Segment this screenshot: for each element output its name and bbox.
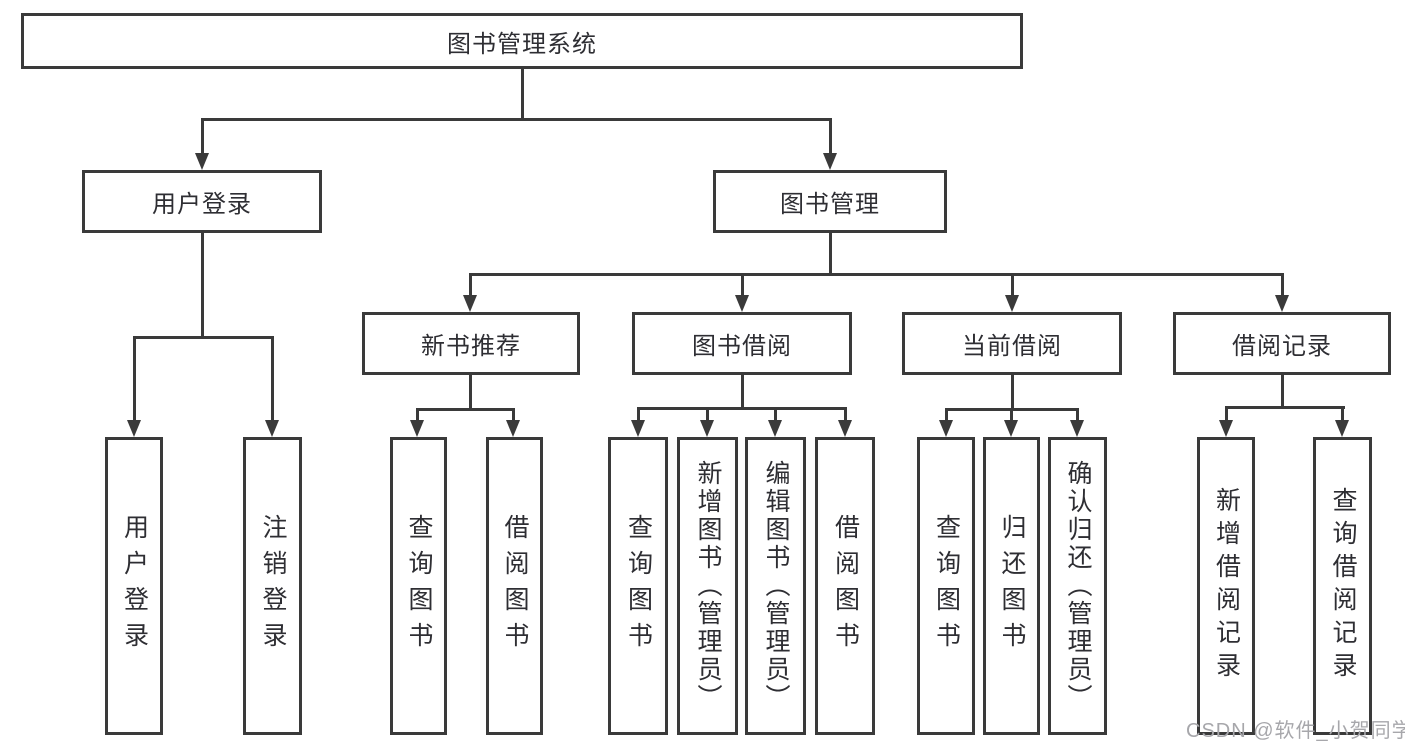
arrow-down-icon: [768, 420, 782, 437]
connector-line: [416, 408, 419, 420]
connector-line: [1011, 273, 1014, 295]
node-label: 用户登录: [152, 191, 252, 218]
arrow-down-icon: [463, 295, 477, 312]
node-book-management: 图书管理: [713, 170, 947, 233]
node-user-login: 用户登录: [82, 170, 322, 233]
node-new-book-recommend: 新书推荐: [362, 312, 580, 375]
connector-line: [469, 273, 472, 295]
arrow-down-icon: [1335, 420, 1349, 437]
connector-line: [741, 375, 744, 407]
node-label: 新增图书（管理员）: [694, 460, 722, 712]
connector-line: [774, 407, 777, 420]
leaf-borrow-add-books-admin: 新增图书（管理员）: [677, 437, 738, 735]
leaf-recommend-query-books: 查询图书: [390, 437, 447, 735]
node-label: 借阅图书: [501, 514, 529, 658]
leaf-borrow-query-books: 查询图书: [608, 437, 668, 735]
leaf-borrow-borrow-books: 借阅图书: [815, 437, 875, 735]
node-label: 用户登录: [120, 514, 149, 658]
connector-line: [637, 407, 640, 420]
leaf-current-query-books: 查询图书: [917, 437, 975, 735]
connector-line: [201, 118, 204, 154]
arrow-down-icon: [506, 420, 520, 437]
arrow-down-icon: [631, 420, 645, 437]
node-book-borrow: 图书借阅: [632, 312, 852, 375]
connector-line: [844, 407, 847, 420]
node-current-borrow: 当前借阅: [902, 312, 1122, 375]
node-label: 图书管理: [780, 191, 880, 218]
node-label: 借阅记录: [1232, 333, 1332, 360]
leaf-current-confirm-return-admin: 确认归还（管理员）: [1048, 437, 1107, 735]
connector-line: [133, 336, 274, 339]
node-root: 图书管理系统: [21, 13, 1023, 69]
connector-line: [512, 408, 515, 420]
leaf-user-login: 用户登录: [105, 437, 163, 735]
node-label: 查询图书: [932, 514, 961, 658]
connector-line: [201, 118, 832, 121]
connector-line: [469, 375, 472, 408]
node-label: 新增借阅记录: [1212, 487, 1241, 685]
connector-line: [637, 407, 847, 410]
connector-line: [1011, 375, 1014, 408]
connector-line: [201, 233, 204, 336]
arrow-down-icon: [823, 153, 837, 170]
node-label: 确认归还（管理员）: [1064, 460, 1092, 712]
connector-line: [706, 407, 709, 420]
node-label: 查询借阅记录: [1329, 487, 1357, 685]
node-label: 注销登录: [259, 514, 287, 658]
node-label: 编辑图书（管理员）: [762, 460, 790, 712]
leaf-records-add-record: 新增借阅记录: [1197, 437, 1255, 735]
node-borrow-records: 借阅记录: [1173, 312, 1391, 375]
connector-line: [1010, 408, 1013, 420]
arrow-down-icon: [939, 420, 953, 437]
connector-line: [1341, 406, 1344, 420]
connector-line: [1076, 408, 1079, 420]
node-label: 图书管理系统: [447, 30, 597, 58]
node-label: 查询图书: [624, 514, 653, 658]
connector-line: [521, 69, 524, 118]
arrow-down-icon: [838, 420, 852, 437]
connector-line: [1281, 273, 1284, 295]
arrow-down-icon: [1004, 420, 1018, 437]
arrow-down-icon: [1070, 420, 1084, 437]
leaf-records-query-record: 查询借阅记录: [1313, 437, 1372, 735]
arrow-down-icon: [735, 295, 749, 312]
arrow-down-icon: [1005, 295, 1019, 312]
node-label: 归还图书: [998, 514, 1026, 658]
leaf-recommend-borrow-books: 借阅图书: [486, 437, 543, 735]
connector-line: [469, 273, 1284, 276]
connector-line: [829, 118, 832, 154]
arrow-down-icon: [410, 420, 424, 437]
connector-line: [1225, 406, 1228, 420]
connector-line: [1225, 406, 1345, 409]
connector-line: [741, 273, 744, 295]
arrow-down-icon: [700, 420, 714, 437]
arrow-down-icon: [127, 420, 141, 437]
node-label: 新书推荐: [421, 333, 521, 360]
connector-line: [945, 408, 948, 420]
node-label: 图书借阅: [692, 333, 792, 360]
node-label: 当前借阅: [962, 333, 1062, 360]
connector-line: [133, 336, 136, 420]
arrow-down-icon: [195, 153, 209, 170]
connector-line: [416, 408, 515, 411]
watermark-text: CSDN @软件_小贺同学: [1186, 720, 1405, 742]
node-label: 查询图书: [405, 514, 433, 658]
arrow-down-icon: [1275, 295, 1289, 312]
leaf-logout: 注销登录: [243, 437, 302, 735]
connector-line: [271, 336, 274, 420]
arrow-down-icon: [265, 420, 279, 437]
node-label: 借阅图书: [831, 514, 860, 658]
connector-line: [829, 233, 832, 273]
leaf-current-return-books: 归还图书: [983, 437, 1040, 735]
connector-line: [1281, 375, 1284, 406]
leaf-borrow-edit-books-admin: 编辑图书（管理员）: [745, 437, 806, 735]
arrow-down-icon: [1219, 420, 1233, 437]
